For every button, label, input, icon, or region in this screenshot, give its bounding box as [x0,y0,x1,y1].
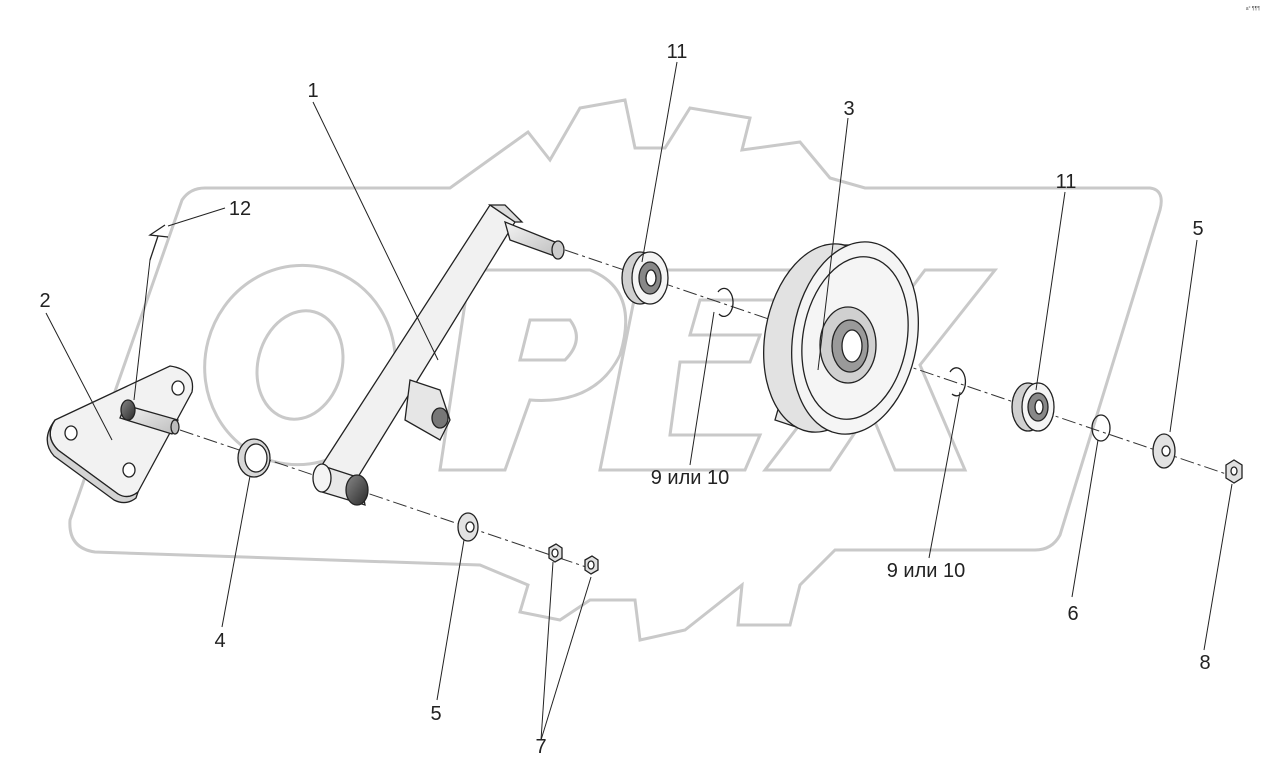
callout-8: 8 [1199,652,1210,674]
part-11-bearing-left [621,251,669,305]
callout-5-right: 5 [1192,218,1203,240]
corner-mark: a° ¶¶¶ [1246,6,1261,12]
part-9-10-retaining-ring-left [717,287,734,318]
callout-6: 6 [1067,603,1078,625]
leader-lines [45,61,1233,741]
part-2-bracket-plate [46,365,194,504]
part-5-washer-lower [457,512,479,542]
callout-5-lower: 5 [430,703,441,725]
callout-9-10-upper: 9 или 10 [651,467,730,489]
callout-3: 3 [843,98,854,120]
part-9-10-retaining-ring-right [949,367,967,397]
callout-2: 2 [39,290,50,312]
callout-11-right: 11 [1056,171,1077,193]
part-5-washer-right [1152,433,1176,469]
part-11-bearing-right [1011,382,1055,432]
callout-4: 4 [214,630,225,652]
part-8-castle-nut [1225,459,1243,484]
watermark-letters [203,263,999,472]
lower-axis [179,429,596,571]
assembly-axes [179,249,1239,571]
callout-11-left: 11 [667,41,688,63]
part-7-nuts [548,543,599,575]
part-6-thin-ring [1091,414,1111,442]
part-12-pin [148,224,169,261]
part-1-arm [312,204,565,506]
callout-9-10-lower: 9 или 10 [887,560,966,582]
callout-12: 12 [229,198,251,220]
part-4-spacer-ring [237,438,271,478]
callout-labels: 1 2 3 4 5 5 6 7 8 9 или 10 9 или 10 11 1… [39,6,1260,758]
watermark-logo [68,98,1163,642]
part-3-roller [763,241,919,435]
callout-7: 7 [535,736,546,758]
callout-1: 1 [307,80,318,102]
watermark-gear-outline [68,98,1163,642]
